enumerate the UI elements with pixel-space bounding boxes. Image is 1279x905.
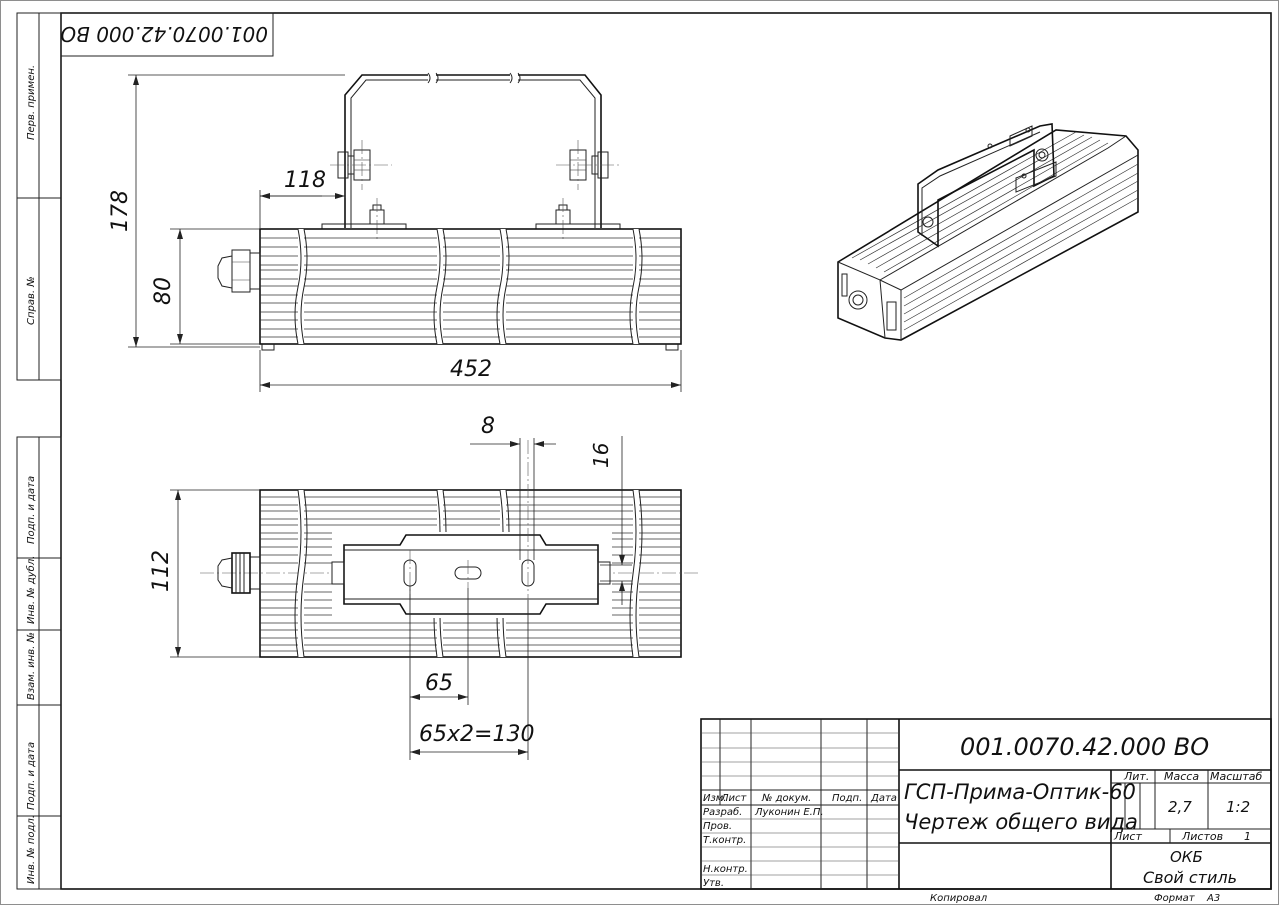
footer-format-value: А3 [1206,893,1220,904]
bracket-u-inner [350,79,596,228]
tb-header-list: Лист [720,793,748,804]
dim-80: 80 [151,277,176,305]
tb-row-prov: Пров. [703,821,732,832]
tb-row-razrab: Разраб. [703,806,742,818]
front-body-outline [259,228,682,345]
side-label-vzam-inv: Взам. инв. № [26,632,37,700]
dim-16: 16 [589,443,613,468]
tb-row-tkontr: Т.контр. [703,835,746,846]
tb-drawing-code: 001.0070.42.000 ВО [960,733,1209,761]
title-block: 001.0070.42.000 ВО ГСП-Прима-Оптик-60 Че… [700,718,1272,890]
tb-header-dokum: № докум. [761,793,811,804]
tb-row-razrab-name: Луконин Е.П. [754,807,824,818]
tb-product-name: ГСП-Прима-Оптик-60 [904,780,1136,804]
front-view: 118 178 80 452 [108,70,682,392]
tb-org-line1: ОКБ [1170,848,1203,866]
bracket-u-outer [344,74,602,228]
tb-row-utv: Утв. [703,878,724,889]
tb-header-data: Дата [870,793,897,804]
side-label-podp-data-1: Подп. и дата [26,476,37,544]
side-label-inv-dubl: Инв. № дубл. [25,556,37,624]
iso-bracket [917,123,1055,248]
iso-body [837,129,1139,341]
tb-massa-label: Масса [1164,770,1199,783]
tb-lit-label: Лит. [1123,770,1149,783]
tb-document-name: Чертеж общего вида [904,810,1138,834]
tb-header-podp: Подп. [832,793,862,804]
iso-fins [851,131,1139,331]
front-body-fins [260,237,681,338]
tb-masshtab-value: 1:2 [1226,798,1250,816]
tb-masshtab-label: Масштаб [1210,770,1262,783]
drawing-code-box: 001.0070.42.000 ВО [60,12,274,57]
dim-452: 452 [450,357,492,382]
side-label-podp-data-2: Подп. и дата [26,742,37,810]
side-stamp: Перв. примен. Справ. № Подп. и дата Инв.… [16,12,62,890]
side-label-sprav-no: Справ. № [26,276,37,325]
dim-8: 8 [481,414,495,439]
side-label-inv-podl: Инв. № подл. [26,815,37,884]
front-cable-gland [217,249,261,293]
footer-format-label: Формат [1154,893,1196,904]
top-bracket-plate [331,440,612,618]
footer-kopiroval: Копировал [930,893,988,904]
tb-list-label: Лист [1113,830,1142,843]
isometric-view [837,123,1139,341]
tb-header-izm: Изм. [703,793,727,804]
tb-row-nkontr: Н.контр. [703,864,748,875]
dim-178: 178 [108,190,133,232]
dim-65x2: 65x2=130 [419,722,534,747]
dim-65: 65 [425,671,453,696]
top-cable-gland [217,552,261,594]
side-label-perv-primen: Перв. примен. [26,65,37,140]
top-view: 112 8 16 65 65x2=130 [149,414,700,760]
tb-listov-value: 1 [1244,830,1251,843]
tb-massa-value: 2,7 [1168,798,1192,816]
tb-listov-label: Листов [1181,830,1223,843]
drawing-code-rotated: 001.0070.42.000 ВО [60,22,268,46]
front-break-lines [294,228,643,345]
dim-112: 112 [149,550,174,592]
dim-118: 118 [284,168,326,193]
tb-org-line2: Свой стиль [1143,868,1237,887]
